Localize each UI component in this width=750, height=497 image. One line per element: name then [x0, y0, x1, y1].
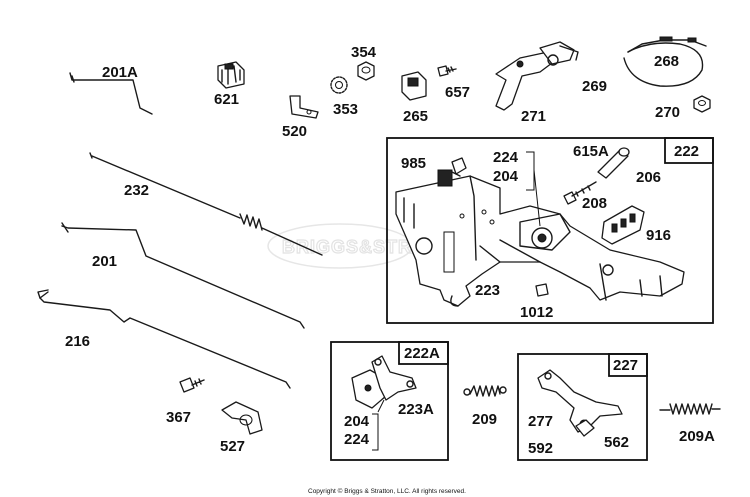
label-223: 223	[475, 282, 500, 299]
part-353-drawing	[330, 76, 348, 94]
part-270-drawing	[693, 95, 711, 113]
box-227-title: 227	[613, 357, 638, 374]
label-222-204: 204	[493, 168, 519, 185]
leader-222A	[377, 399, 385, 413]
part-227-lever-drawing	[537, 369, 623, 437]
label-367: 367	[166, 409, 191, 426]
label-216: 216	[65, 333, 90, 350]
leader-224-204	[533, 169, 541, 227]
label-268: 268	[654, 53, 679, 70]
label-201: 201	[92, 253, 117, 270]
part-527-drawing	[221, 401, 263, 435]
label-208: 208	[582, 195, 607, 212]
part-223A-drawing	[351, 355, 417, 409]
box-227: 227 277 592 562	[517, 353, 648, 461]
label-621: 621	[214, 91, 239, 108]
part-367-drawing	[179, 377, 205, 393]
label-562: 562	[604, 434, 629, 451]
part-209-drawing	[463, 385, 507, 397]
part-201-drawing	[61, 222, 305, 329]
copyright-text: Copyright © Briggs & Stratton, LLC. All …	[308, 487, 466, 495]
label-271: 271	[521, 108, 546, 125]
part-232-drawing	[89, 152, 323, 256]
label-269: 269	[582, 78, 607, 95]
box-222-title: 222	[674, 143, 699, 160]
label-657: 657	[445, 84, 470, 101]
label-222A-224: 224	[344, 431, 370, 448]
part-222-bracket-drawing	[395, 175, 685, 307]
part-265-drawing	[401, 71, 427, 101]
label-206: 206	[636, 169, 661, 186]
box-222A: 222A 204 224 223A	[330, 341, 449, 461]
label-270: 270	[655, 104, 680, 121]
box-222A-title: 222A	[404, 345, 440, 362]
part-216-drawing	[37, 289, 291, 389]
part-206-drawing	[597, 147, 630, 179]
part-621-drawing	[217, 61, 245, 89]
part-916-drawing	[601, 205, 645, 245]
label-592: 592	[528, 440, 553, 457]
label-223A: 223A	[398, 401, 434, 418]
label-232: 232	[124, 182, 149, 199]
part-268-drawing	[623, 36, 707, 87]
label-520: 520	[282, 123, 307, 140]
label-615A: 615A	[573, 143, 609, 160]
part-201A-drawing	[69, 72, 153, 115]
label-1012: 1012	[520, 304, 553, 321]
label-353: 353	[333, 101, 358, 118]
label-985: 985	[401, 155, 426, 172]
box-222: 222 985 224 204	[386, 137, 714, 324]
label-209: 209	[472, 411, 497, 428]
part-354-drawing	[357, 61, 375, 81]
part-209A-drawing	[659, 403, 721, 415]
label-527: 527	[220, 438, 245, 455]
bracket-line-222A	[372, 413, 379, 451]
part-657-drawing	[437, 65, 457, 77]
part-208-drawing	[563, 181, 597, 205]
label-222A-204: 204	[344, 413, 370, 430]
label-265: 265	[403, 108, 428, 125]
label-209A: 209A	[679, 428, 715, 445]
label-277: 277	[528, 413, 553, 430]
bracket-line-224-204	[526, 151, 535, 191]
part-520-drawing	[289, 95, 319, 119]
label-916: 916	[646, 227, 671, 244]
label-354: 354	[351, 44, 377, 61]
part-1012-drawing	[535, 283, 549, 297]
label-201A: 201A	[102, 64, 138, 81]
part-985-drawing	[437, 157, 467, 187]
label-222-224: 224	[493, 149, 519, 166]
part-271-drawing	[495, 41, 579, 111]
